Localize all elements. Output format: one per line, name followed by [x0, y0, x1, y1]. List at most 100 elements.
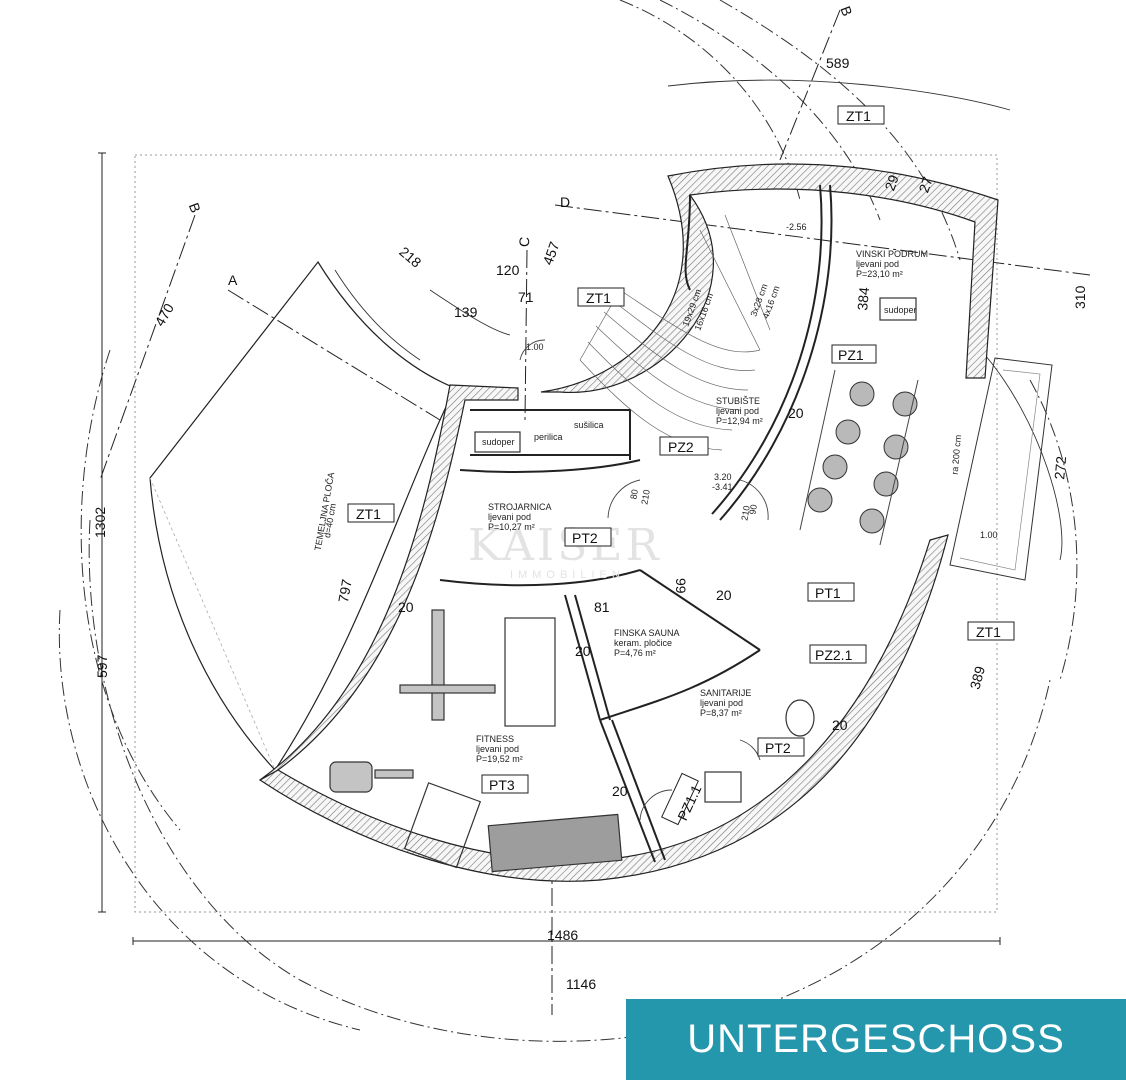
- svg-text:PZ2.1: PZ2.1: [815, 647, 853, 663]
- interior-walls: [439, 184, 833, 863]
- room-strojarnica: STROJARNICA ljevani pod P=10,27 m²: [488, 502, 552, 532]
- door-a-label: 80: [628, 489, 640, 501]
- svg-text:ZT1: ZT1: [846, 108, 871, 124]
- svg-text:P=12,94 m²: P=12,94 m²: [716, 416, 763, 426]
- door-b-label: 90: [747, 504, 759, 516]
- dim-457: 457: [539, 239, 562, 267]
- svg-text:SANITARIJE: SANITARIJE: [700, 688, 751, 698]
- svg-text:P=19,52 m²: P=19,52 m²: [476, 754, 523, 764]
- svg-text:FINSKA SAUNA: FINSKA SAUNA: [614, 628, 680, 638]
- susilica-label: sušilica: [574, 420, 604, 430]
- svg-text:STROJARNICA: STROJARNICA: [488, 502, 552, 512]
- tag-zt1-top: ZT1: [837, 105, 885, 125]
- level-3: 3.20: [714, 472, 732, 482]
- tag-pt2-b: PT2: [757, 737, 805, 757]
- room-sanitarije: SANITARIJE ljevani pod P=8,37 m²: [700, 688, 751, 718]
- dim-384: 384: [854, 286, 872, 311]
- dim-20a: 20: [788, 405, 804, 421]
- svg-text:STUBIŠTE: STUBIŠTE: [716, 396, 760, 406]
- room-fitness: FITNESS ljevani pod P=19,52 m²: [476, 734, 523, 764]
- floor-title-banner: UNTERGESCHOSS: [626, 999, 1126, 1080]
- axis-c: C: [516, 236, 533, 247]
- svg-text:ZT1: ZT1: [356, 506, 381, 522]
- dim-20e: 20: [398, 599, 414, 615]
- west-wall: [259, 384, 519, 781]
- tag-zt1-right: ZT1: [967, 621, 1015, 641]
- svg-text:ljevani pod: ljevani pod: [700, 698, 743, 708]
- level-1: 1.00: [526, 342, 544, 352]
- door-b2-label: 210: [739, 505, 751, 522]
- svg-text:PZ2: PZ2: [668, 439, 694, 455]
- svg-text:ljevani pod: ljevani pod: [476, 744, 519, 754]
- dim-310: 310: [1072, 285, 1088, 309]
- dim-20d: 20: [612, 783, 628, 799]
- dim-797: 797: [335, 578, 355, 604]
- fitness-equipment: [329, 609, 623, 873]
- svg-text:P=10,27 m²: P=10,27 m²: [488, 522, 535, 532]
- axis-lines: [99, 9, 1091, 1015]
- tag-zt1-mid: ZT1: [577, 287, 625, 307]
- wine-racks: [799, 369, 919, 546]
- sudoper-label-2: sudoper: [884, 305, 917, 315]
- svg-text:FITNESS: FITNESS: [476, 734, 514, 744]
- watermark-brand: KAISER: [468, 520, 662, 571]
- dim-218: 218: [396, 243, 424, 270]
- tag-pz2: PZ2: [659, 436, 709, 456]
- axis-a: A: [228, 272, 238, 288]
- ramp-label: ra 200 cm: [950, 434, 963, 475]
- tag-pz21: PZ2.1: [809, 644, 867, 664]
- tag-zt1-left: ZT1: [347, 503, 395, 523]
- svg-text:P=8,37 m²: P=8,37 m²: [700, 708, 742, 718]
- svg-text:keram. pločice: keram. pločice: [614, 638, 672, 648]
- dim-99: 99: [673, 578, 689, 594]
- site-boundary: [134, 154, 998, 913]
- dim-20b: 20: [716, 587, 732, 603]
- dimension-arcs: [334, 79, 1063, 561]
- watermark-sub: IMMOBILIEN: [510, 569, 625, 581]
- door-swings: [519, 339, 769, 821]
- dimension-lines: [98, 152, 1001, 945]
- dim-71: 71: [518, 289, 534, 305]
- dim-597: 597: [94, 654, 110, 678]
- level-5: 1.00: [980, 530, 998, 540]
- dim-20c: 20: [575, 643, 591, 659]
- foundation-slab: [149, 260, 456, 771]
- dim-81: 81: [594, 599, 610, 615]
- svg-text:PT2: PT2: [572, 530, 598, 546]
- door-a2-label: 210: [639, 489, 651, 506]
- dim-139: 139: [454, 304, 478, 320]
- svg-text:ZT1: ZT1: [976, 624, 1001, 640]
- svg-text:ljevani pod: ljevani pod: [856, 259, 899, 269]
- perilica-label: perilica: [534, 432, 563, 442]
- dim-20f: 20: [832, 717, 848, 733]
- svg-text:PZ1: PZ1: [838, 347, 864, 363]
- tag-pz1: PZ1: [831, 344, 877, 364]
- room-finska-sauna: FINSKA SAUNA keram. pločice P=4,76 m²: [614, 628, 680, 658]
- svg-text:ZT1: ZT1: [586, 290, 611, 306]
- svg-text:ljevani pod: ljevani pod: [716, 406, 759, 416]
- svg-text:P=23,10 m²: P=23,10 m²: [856, 269, 903, 279]
- axis-d: D: [560, 194, 570, 210]
- outer-wall: [540, 163, 999, 393]
- room-stubiste: STUBIŠTE ljevani pod P=12,94 m²: [716, 396, 763, 426]
- tag-pt3: PT3: [481, 774, 529, 794]
- sanitary-fixtures: [474, 297, 917, 803]
- axis-b-top: B: [837, 4, 855, 18]
- dim-1302: 1302: [92, 507, 108, 538]
- room-vinski-podrum: VINSKI PODRUM ljevani pod P=23,10 m²: [856, 249, 928, 279]
- level-4: -3.41: [712, 482, 733, 492]
- dim-120: 120: [496, 262, 520, 278]
- dim-589: 589: [826, 55, 850, 71]
- sudoper-label-1: sudoper: [482, 437, 515, 447]
- dim-1486: 1486: [547, 927, 578, 943]
- dim-389: 389: [967, 664, 989, 691]
- svg-text:P=4,76 m²: P=4,76 m²: [614, 648, 656, 658]
- dim-29: 29: [881, 172, 901, 192]
- svg-text:ljevani pod: ljevani pod: [488, 512, 531, 522]
- svg-text:PT1: PT1: [815, 585, 841, 601]
- dim-272: 272: [1051, 455, 1069, 480]
- tag-pt2-a: PT2: [564, 527, 612, 547]
- tag-pz11: PZ1.1: [661, 772, 705, 826]
- dim-27: 27: [915, 174, 935, 194]
